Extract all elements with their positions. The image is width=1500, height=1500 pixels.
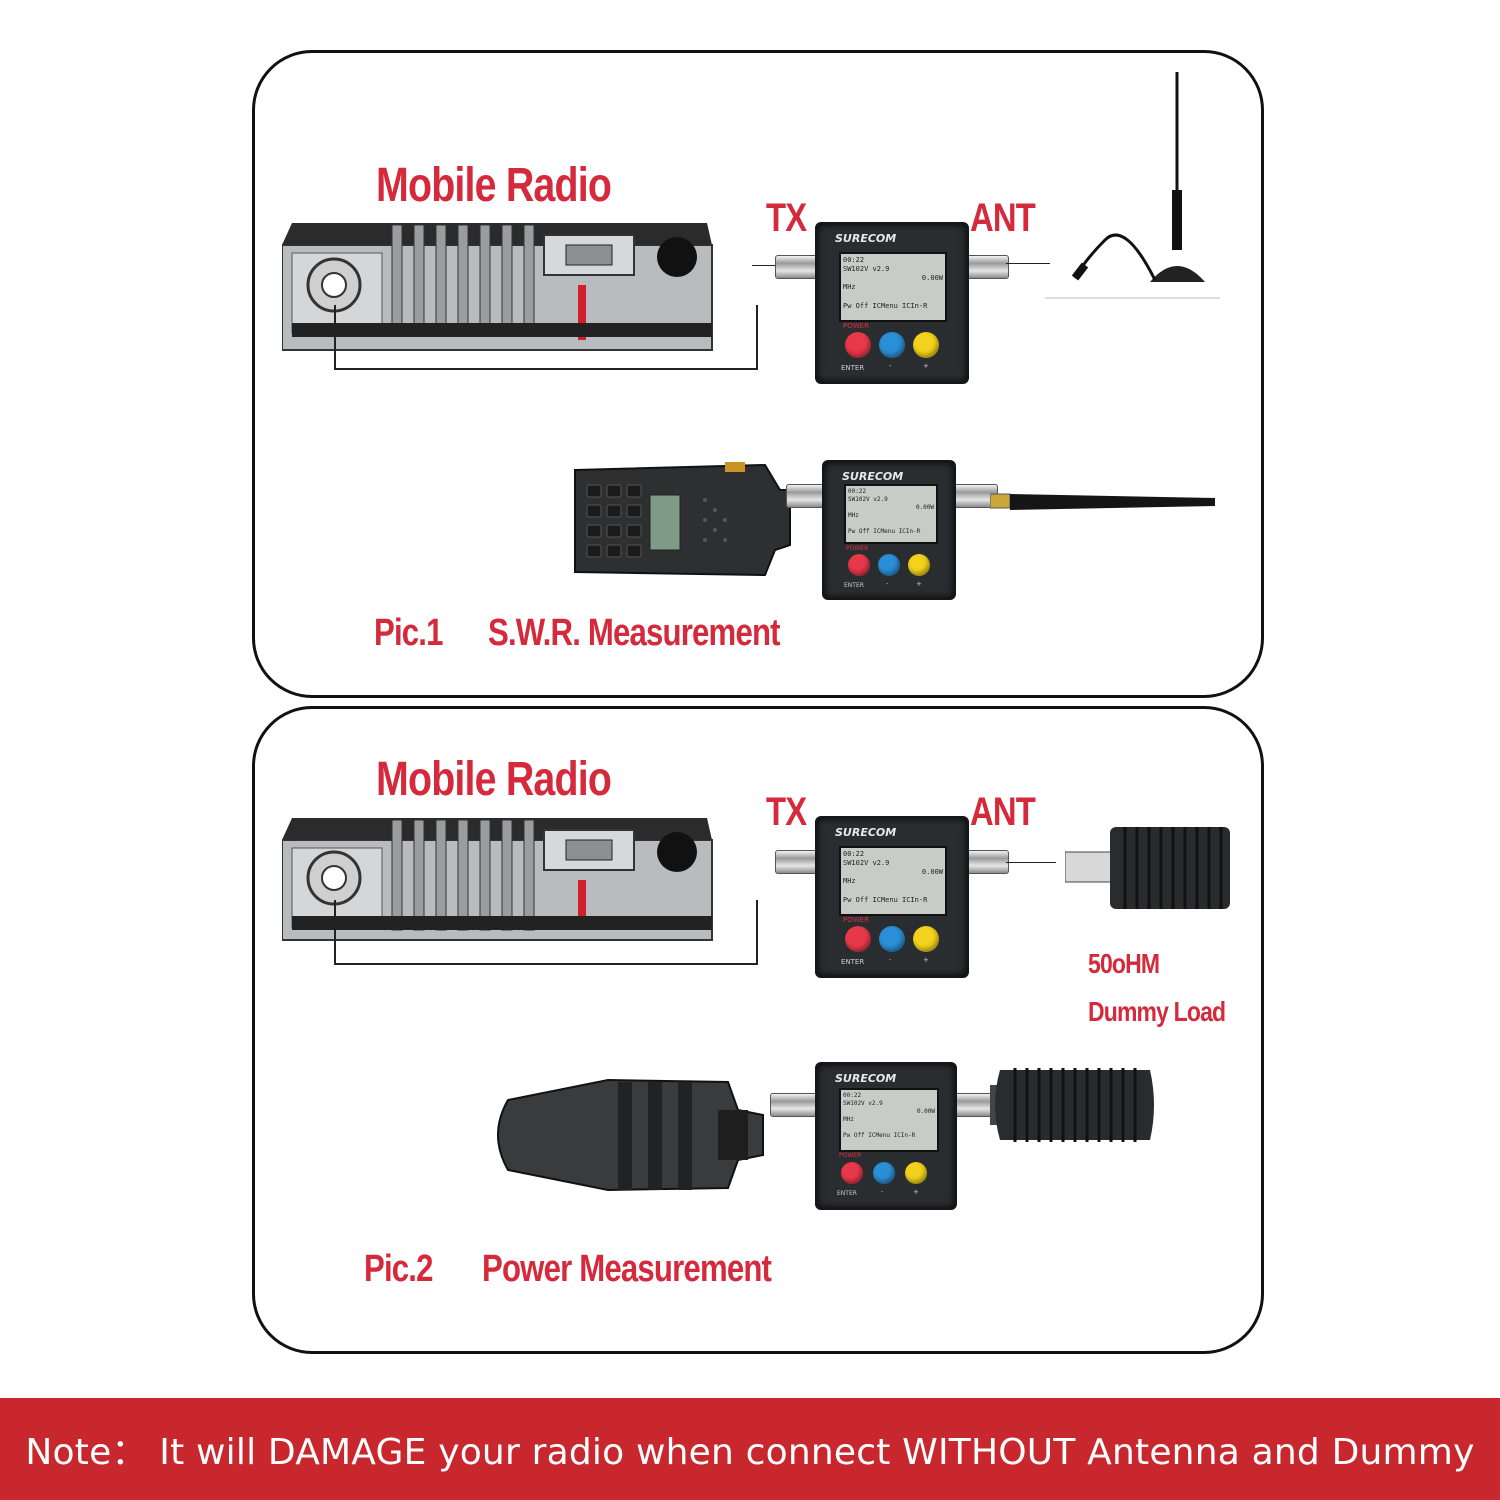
swr-meter-4: SURECOM 00:22 SW102V v2.9 0.00W MHz Pw O… bbox=[815, 1062, 957, 1210]
plus-button[interactable] bbox=[913, 926, 939, 952]
enter-button[interactable] bbox=[845, 926, 871, 952]
screen-line: SW102V v2.9 bbox=[843, 265, 890, 273]
meter1-tx-connector bbox=[775, 255, 819, 279]
handheld-radio-1 bbox=[574, 462, 791, 577]
screen-line: SW102V v2.9 bbox=[843, 1100, 883, 1107]
panel2-caption-text: Power Measurement bbox=[482, 1248, 772, 1290]
power-label: POWER bbox=[846, 545, 869, 552]
minus-label: - bbox=[889, 362, 892, 370]
panel2-caption-num: Pic.2 bbox=[364, 1248, 433, 1290]
screen-line: 0.00W bbox=[916, 1108, 935, 1115]
panel-power-measurement bbox=[252, 706, 1264, 1354]
plus-label: + bbox=[916, 580, 922, 588]
minus-button[interactable] bbox=[873, 1162, 895, 1184]
plus-label: + bbox=[923, 956, 929, 964]
meter1-ant-connector bbox=[965, 255, 1009, 279]
warning-banner: Note： It will DAMAGE your radio when con… bbox=[0, 1398, 1500, 1500]
plus-button[interactable] bbox=[913, 332, 939, 358]
panel-swr-measurement bbox=[252, 50, 1264, 698]
screen-line: 00:22 bbox=[843, 850, 865, 858]
meter-screen: 00:22 SW102V v2.9 0.00W MHz Pw Off ICMen… bbox=[839, 1088, 939, 1152]
panel1-caption-text: S.W.R. Measurement bbox=[488, 612, 781, 654]
panel1-title: Mobile Radio bbox=[376, 159, 612, 212]
screen-line: MHz bbox=[848, 512, 859, 519]
screen-line: Pw Off ICMenu ICIn-R bbox=[848, 528, 921, 535]
panel2-title: Mobile Radio bbox=[376, 753, 612, 806]
handheld-radio-2 bbox=[497, 1078, 764, 1192]
meter-brand: SURECOM bbox=[835, 1072, 897, 1085]
dummy-load-ohm-label: 50oHM bbox=[1088, 948, 1160, 979]
screen-line: 00:22 bbox=[848, 488, 867, 495]
antenna-cable-1 bbox=[1006, 263, 1050, 264]
minus-button[interactable] bbox=[879, 926, 905, 952]
swr-meter-1: SURECOM 00:22 SW102V v2.9 0.00W MHz Pw O… bbox=[815, 222, 969, 384]
screen-line: MHz bbox=[843, 877, 856, 885]
enter-button[interactable] bbox=[841, 1162, 863, 1184]
power-label: POWER bbox=[843, 916, 869, 924]
meter-screen: 00:22 SW102V v2.9 0.00W MHz Pw Off ICMen… bbox=[839, 252, 947, 322]
panel1-ant-label: ANT bbox=[970, 196, 1036, 240]
screen-line: MHz bbox=[843, 283, 856, 291]
plus-button[interactable] bbox=[908, 554, 930, 576]
enter-label: ENTER bbox=[841, 958, 865, 966]
enter-button[interactable] bbox=[848, 554, 870, 576]
swr-meter-3: SURECOM 00:22 SW102V v2.9 0.00W MHz Pw O… bbox=[815, 816, 969, 978]
screen-line: Pw Off ICMenu ICIn-R bbox=[843, 302, 928, 310]
enter-label: ENTER bbox=[844, 582, 864, 589]
plus-label: + bbox=[923, 362, 929, 370]
enter-label: ENTER bbox=[837, 1190, 857, 1197]
meter-screen: 00:22 SW102V v2.9 0.00W MHz Pw Off ICMen… bbox=[839, 846, 947, 916]
meter3-tx-connector bbox=[775, 850, 819, 874]
power-label: POWER bbox=[839, 1152, 862, 1159]
screen-line: SW102V v2.9 bbox=[843, 859, 890, 867]
rubber-antenna-icon bbox=[990, 493, 1215, 510]
swr-meter-2: SURECOM 00:22 SW102V v2.9 0.00W MHz Pw O… bbox=[822, 460, 956, 600]
meter4-tx-connector bbox=[770, 1093, 820, 1117]
minus-label: - bbox=[889, 956, 892, 964]
plus-label: + bbox=[913, 1188, 919, 1196]
screen-line: MHz bbox=[843, 1116, 854, 1123]
screen-line: 0.00W bbox=[921, 868, 943, 876]
meter-brand: SURECOM bbox=[835, 232, 897, 245]
screen-line: 00:22 bbox=[843, 1092, 862, 1099]
mobile-radio-1 bbox=[282, 223, 713, 351]
enter-label: ENTER bbox=[841, 364, 865, 372]
screen-line: 0.00W bbox=[921, 274, 943, 282]
screen-line: 0.00W bbox=[915, 504, 934, 511]
panel2-ant-label: ANT bbox=[970, 790, 1036, 834]
screen-line: SW102V v2.9 bbox=[848, 496, 888, 503]
screen-line: 00:22 bbox=[843, 256, 865, 264]
power-label: POWER bbox=[843, 322, 869, 330]
screen-line: Pw Off ICMenu ICIn-R bbox=[843, 1132, 916, 1139]
warning-text: Note： It will DAMAGE your radio when con… bbox=[25, 1432, 1475, 1473]
plus-button[interactable] bbox=[905, 1162, 927, 1184]
enter-button[interactable] bbox=[845, 332, 871, 358]
panel1-caption-num: Pic.1 bbox=[374, 612, 443, 654]
dummy-load-name-label: Dummy Load bbox=[1088, 996, 1226, 1027]
load-cable bbox=[1006, 862, 1056, 863]
minus-label: - bbox=[886, 580, 889, 588]
minus-button[interactable] bbox=[879, 332, 905, 358]
meter-brand: SURECOM bbox=[842, 470, 904, 483]
magnetic-antenna-icon bbox=[1045, 72, 1220, 299]
minus-label: - bbox=[881, 1188, 884, 1196]
meter-brand: SURECOM bbox=[835, 826, 897, 839]
panel1-tx-label: TX bbox=[766, 196, 807, 240]
meter-screen: 00:22 SW102V v2.9 0.00W MHz Pw Off ICMen… bbox=[844, 484, 938, 544]
meter3-ant-connector bbox=[965, 850, 1009, 874]
dummy-load-2-icon bbox=[990, 1068, 1154, 1142]
swr-label: SWR METER bbox=[899, 314, 930, 320]
screen-line: Pw Off ICMenu ICIn-R bbox=[843, 896, 928, 904]
dummy-load-1-icon bbox=[1065, 827, 1230, 909]
panel2-tx-label: TX bbox=[766, 790, 807, 834]
minus-button[interactable] bbox=[878, 554, 900, 576]
coax-cable-2 bbox=[334, 900, 758, 965]
coax-cable-1-rise bbox=[752, 265, 776, 266]
coax-cable-1 bbox=[334, 305, 758, 370]
